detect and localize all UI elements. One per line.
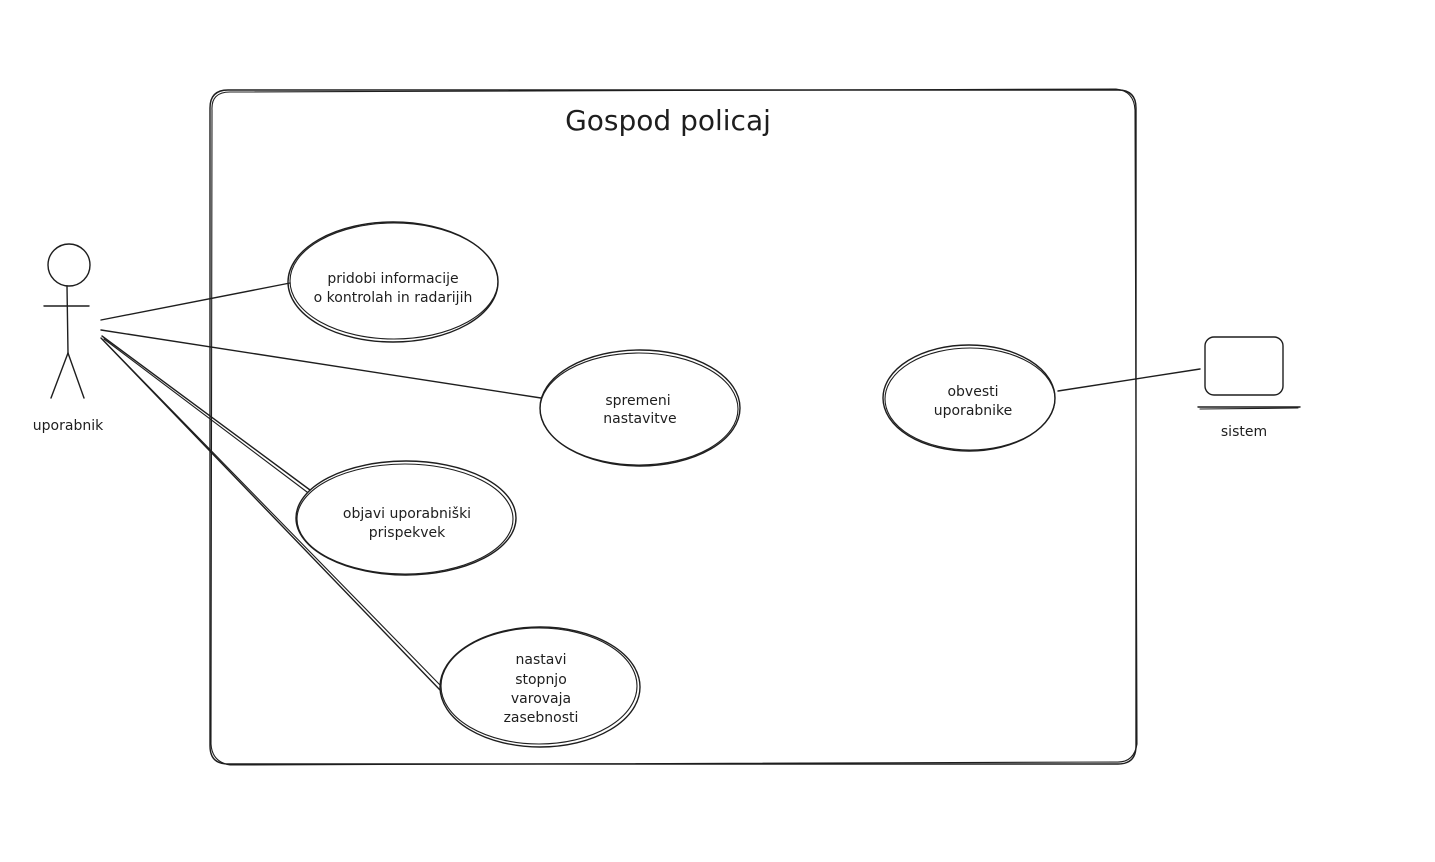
use-case-post: objavi uporabniški prispekvek <box>295 460 517 576</box>
use-case-privacy: nastavi stopnjo varovaja zasebnosti <box>439 626 641 748</box>
assoc-get-info <box>100 282 291 321</box>
assoc-change-settings <box>100 329 542 399</box>
assoc-privacy <box>100 337 441 691</box>
use-case-change-settings-line-1: spremeni <box>605 393 670 409</box>
use-case-get-info-line-2: o kontrolah in radarijih <box>314 290 473 306</box>
monitor-icon <box>1204 336 1284 396</box>
actor-leg-right <box>67 352 85 399</box>
assoc-post <box>101 335 311 491</box>
actor-body <box>66 285 69 354</box>
use-case-change-settings: spremeni nastavitve <box>539 349 741 467</box>
use-case-notify: obvesti uporabnike <box>882 344 1056 452</box>
use-case-get-info: pridobi informacije o kontrolah in radar… <box>287 221 499 343</box>
actor-leg-left <box>50 352 69 399</box>
use-case-get-info-line-1: pridobi informacije <box>327 271 458 287</box>
associations <box>100 282 1201 691</box>
use-case-notify-line-2: uporabnike <box>934 403 1013 419</box>
actor-head <box>47 243 91 287</box>
actor-label-uporabnik: uporabnik <box>33 418 104 434</box>
use-case-privacy-line-4: zasebnosti <box>504 710 579 726</box>
actor-label-sistem: sistem <box>1221 424 1267 440</box>
use-case-privacy-line-2: stopnjo <box>515 672 567 688</box>
use-case-notify-line-1: obvesti <box>947 384 998 400</box>
use-case-privacy-line-1: nastavi <box>516 652 567 668</box>
system-boundary: Gospod policaj <box>209 88 1138 766</box>
use-case-post-line-1: objavi uporabniški <box>343 506 471 522</box>
use-case-change-settings-line-2: nastavitve <box>603 411 676 427</box>
assoc-notify <box>1057 368 1201 392</box>
system-title: Gospod policaj <box>565 104 771 137</box>
actor-sistem: sistem <box>1197 336 1301 440</box>
actor-uporabnik: uporabnik <box>33 243 104 434</box>
use-case-post-line-2: prispekvek <box>369 525 446 541</box>
use-case-privacy-line-3: varovaja <box>511 691 571 707</box>
